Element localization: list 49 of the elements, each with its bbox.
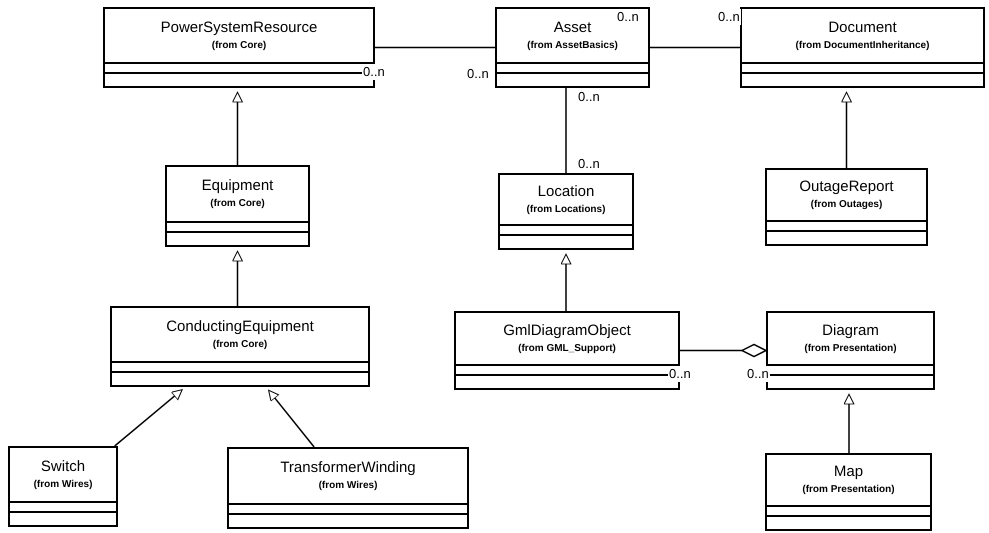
generalization-arrow <box>560 254 572 311</box>
class-box <box>766 311 935 390</box>
multiplicity-label: 0..n <box>668 366 692 382</box>
package-note: (from Wires) <box>34 478 92 492</box>
class-name: Document <box>828 18 897 38</box>
class-box <box>8 446 118 527</box>
association-line <box>375 46 495 48</box>
class-box <box>227 447 469 529</box>
package-note: (from Outages) <box>810 198 882 212</box>
generalization-arrow <box>114 389 183 447</box>
package-note: (from AssetBasics) <box>527 38 618 52</box>
class-box <box>498 173 634 250</box>
package-note: (from Core) <box>210 197 265 211</box>
class-box <box>765 168 928 246</box>
class-box <box>165 165 310 247</box>
class-name: ConductingEquipment <box>166 316 314 336</box>
generalization-arrow <box>841 92 852 168</box>
package-note: (from Wires) <box>318 479 378 493</box>
package-note: (from Presentation) <box>802 483 895 497</box>
package-note: (from Core) <box>212 338 268 352</box>
class-name: Equipment <box>202 176 274 196</box>
multiplicity-label: 0..n <box>717 9 741 25</box>
generalization-arrow <box>844 394 854 453</box>
class-box <box>765 453 932 531</box>
class-name: OutageReport <box>799 177 894 197</box>
multiplicity-label: 0..n <box>746 366 770 382</box>
class-name: Map <box>834 462 864 482</box>
class-name: Location <box>538 182 594 202</box>
class-name: Diagram <box>822 320 879 340</box>
class-name: GmlDiagramObject <box>503 320 631 340</box>
association-line <box>565 88 567 173</box>
aggregation-line <box>680 344 767 358</box>
class-box <box>740 7 985 88</box>
class-box <box>495 7 650 88</box>
association-line <box>650 46 740 48</box>
generalization-arrow <box>268 390 315 448</box>
generalization-arrow <box>232 250 243 306</box>
package-note: (from DocumentInheritance) <box>796 38 930 52</box>
class-name: Switch <box>40 456 86 476</box>
class-box <box>110 306 370 387</box>
class-name: Asset <box>554 18 592 38</box>
package-note: (from Locations) <box>526 202 606 216</box>
multiplicity-label: 0..n <box>362 64 386 80</box>
package-note: (from GML_Support) <box>518 342 616 356</box>
package-note: (from Core) <box>212 38 266 52</box>
class-name: PowerSystemResource <box>160 18 318 38</box>
class-name: TransformerWinding <box>280 458 416 478</box>
package-note: (from Presentation) <box>804 342 897 356</box>
generalization-arrow <box>232 92 243 165</box>
